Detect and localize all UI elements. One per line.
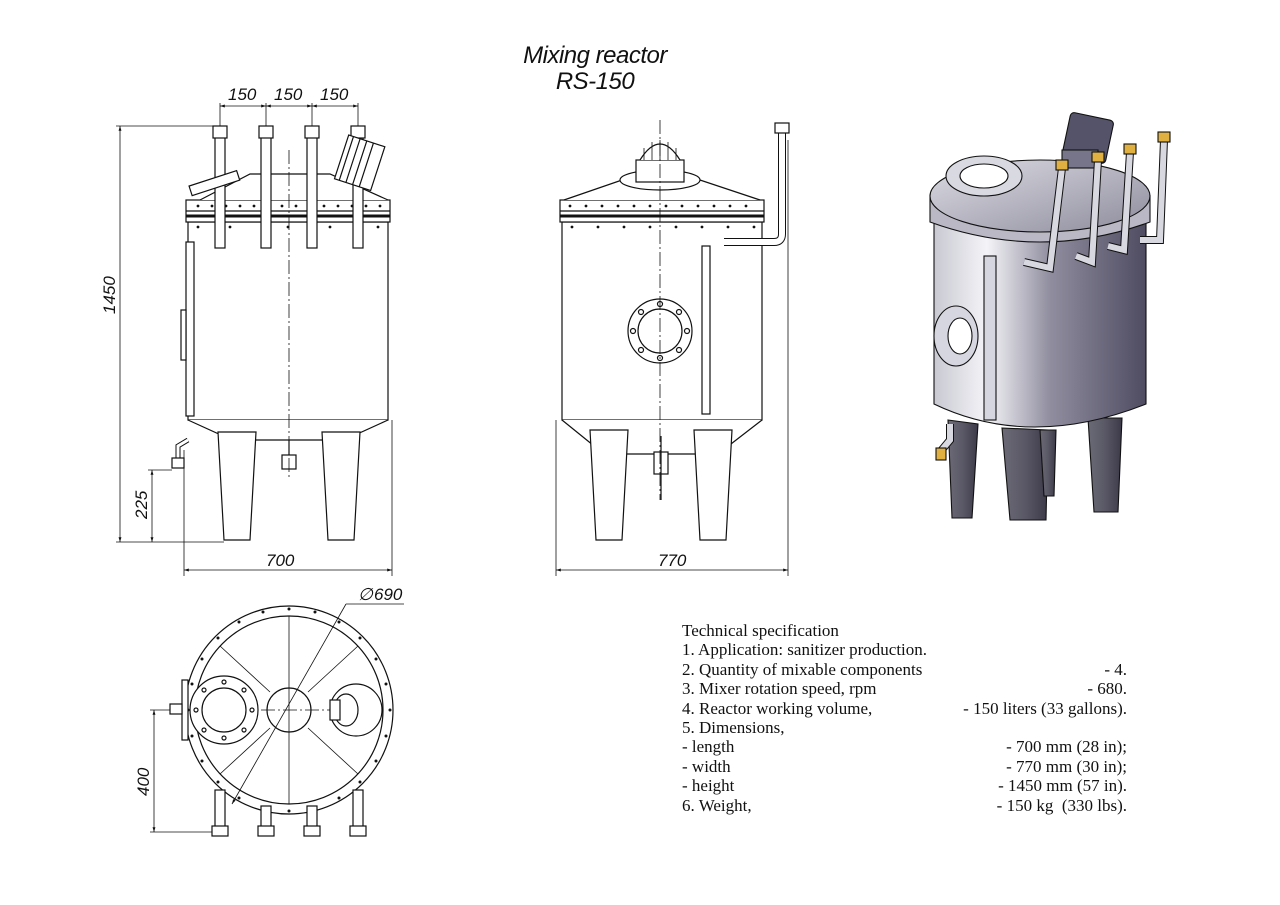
model-name: RS-150 <box>555 68 635 95</box>
spec-label: - length <box>682 737 735 757</box>
spec-label: 4. Reactor working volume, <box>682 698 873 718</box>
spec-value: - 4. <box>1104 659 1127 679</box>
spec-value: - 680. <box>1087 679 1127 699</box>
spec-label: 6. Weight, <box>682 795 752 815</box>
side-dimensions <box>555 140 789 576</box>
spec-label: 3. Mixer rotation speed, rpm <box>682 679 877 699</box>
plan-view <box>169 605 394 837</box>
dim-diameter: 690 <box>374 585 403 604</box>
spec-row: 2. Quantity of mixable components - 4. <box>682 660 1127 679</box>
side-view <box>559 120 790 541</box>
front-view <box>171 125 391 541</box>
spec-row: - height - 1450 mm (57 in). <box>682 776 1127 795</box>
dimension-labels: 150 150 150 1450 225 700 770 ∅ 690 400 <box>100 85 687 796</box>
drawing-title: Mixing reactor <box>523 42 667 69</box>
spec-label: 1. Application: sanitizer production. <box>682 640 928 660</box>
technical-specification: Technical specification 1. Application: … <box>682 621 1127 815</box>
spec-row: 6. Weight, - 150 kg (330 lbs). <box>682 796 1127 815</box>
spec-row: 1. Application: sanitizer production. <box>682 640 1127 659</box>
spec-label: - width <box>682 756 731 776</box>
dim-height: 1450 <box>100 276 119 314</box>
plan-dimensions <box>150 603 404 833</box>
spec-row: 4. Reactor working volume, - 150 liters (… <box>682 699 1127 718</box>
dim-spacing-1: 150 <box>228 85 257 104</box>
front-dimensions <box>116 103 393 576</box>
spec-row: 3. Mixer rotation speed, rpm - 680. <box>682 679 1127 698</box>
dim-width: 770 <box>658 551 687 570</box>
spec-label: 5. Dimensions, <box>682 718 785 738</box>
dim-leg-height: 225 <box>132 490 151 520</box>
dim-spacing-2: 150 <box>274 85 303 104</box>
spec-value: - 150 liters (33 gallons). <box>963 698 1127 718</box>
dim-length: 700 <box>266 551 295 570</box>
spec-label: 2. Quantity of mixable components <box>682 659 923 679</box>
spec-value: - 150 kg (330 lbs). <box>996 795 1127 815</box>
spec-row: - width - 770 mm (30 in); <box>682 757 1127 776</box>
spec-title: Technical specification <box>682 621 839 640</box>
spec-row: - length - 700 mm (28 in); <box>682 737 1127 756</box>
diameter-symbol: ∅ <box>358 585 374 604</box>
dim-spacing-3: 150 <box>320 85 349 104</box>
spec-value: - 1450 mm (57 in). <box>998 776 1127 796</box>
dim-plan-offset: 400 <box>134 767 153 796</box>
spec-value: - 770 mm (30 in); <box>1006 756 1127 776</box>
isometric-view <box>929 112 1171 521</box>
spec-value: - 700 mm (28 in); <box>1006 737 1127 757</box>
spec-label: - height <box>682 776 735 796</box>
spec-row: 5. Dimensions, <box>682 718 1127 737</box>
